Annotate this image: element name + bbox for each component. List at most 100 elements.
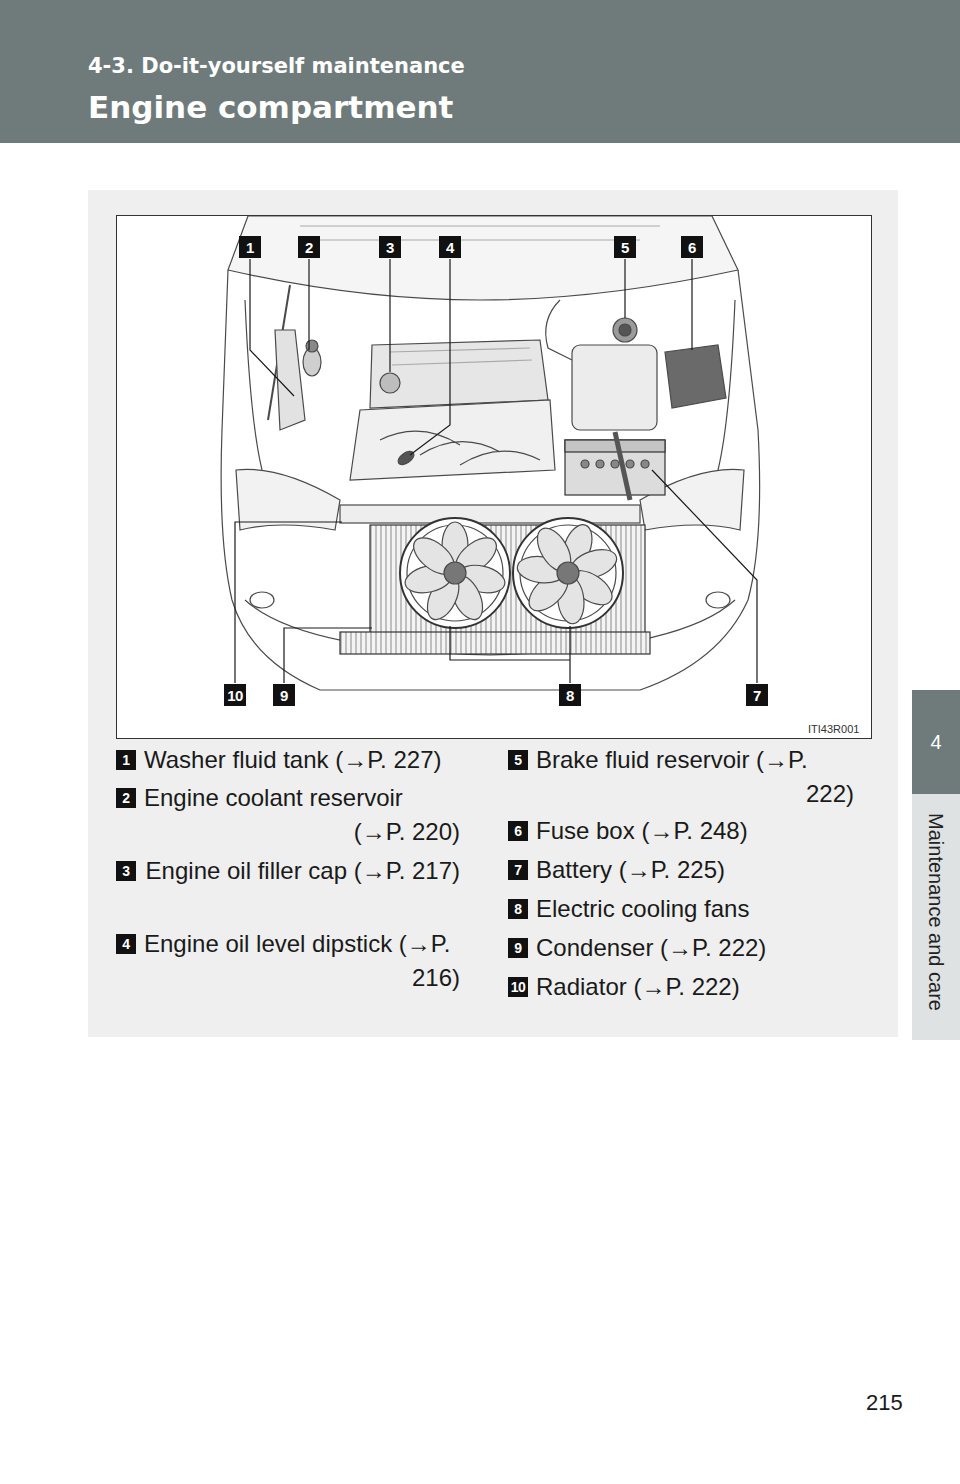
headlight — [236, 469, 340, 530]
callout-number: 8 — [559, 684, 581, 706]
fan-blades — [402, 521, 620, 625]
head-cover — [370, 340, 548, 408]
callout-number-text: 4 — [122, 937, 129, 951]
callout-number-text: 9 — [514, 941, 521, 955]
list-marker: 5 — [508, 750, 528, 770]
part-name: Battery (→P. 225) — [536, 853, 866, 887]
callout-number: 2 — [298, 236, 320, 258]
part-name: Brake fluid reservoir (→P. 222) — [536, 743, 854, 811]
fog-light — [250, 592, 274, 608]
callout-number-text: 2 — [305, 240, 313, 255]
callout-number-text: 8 — [514, 902, 521, 916]
part-name: Fuse box (→P. 248) — [536, 814, 866, 848]
battery — [565, 440, 665, 495]
oil-filler-cap — [380, 373, 400, 393]
callout-number-text: 10 — [227, 688, 243, 703]
callout-number-text: 9 — [280, 688, 288, 703]
art-circle — [581, 460, 589, 468]
list-marker: 1 — [116, 750, 136, 770]
page-title: Engine compartment — [88, 92, 453, 123]
part-name: Washer fluid tank (→P. 227) — [144, 743, 484, 777]
section-number: 4 — [930, 732, 941, 752]
part-name: Electric cooling fans — [536, 892, 866, 926]
callout-number-text: 4 — [446, 240, 454, 255]
callout-number-text: 6 — [514, 824, 521, 838]
callout-number: 5 — [614, 236, 636, 258]
list-marker: 2 — [116, 788, 136, 808]
art-circle — [596, 460, 604, 468]
art-circle — [626, 460, 634, 468]
fog-light — [706, 592, 730, 608]
callout-number-text: 7 — [514, 863, 521, 877]
leader-line — [284, 628, 372, 683]
brake-reservoir — [613, 318, 637, 342]
callout-number: 1 — [239, 236, 261, 258]
section-tab: 4 — [912, 690, 960, 794]
page-number: 215 — [866, 1390, 903, 1416]
brake-reservoir-cap — [619, 324, 631, 336]
art-circle — [611, 460, 619, 468]
callout-number-text: 2 — [122, 791, 129, 805]
leader-line — [691, 259, 692, 350]
leader-line — [308, 259, 309, 350]
lower-grille — [340, 632, 650, 654]
list-marker: 9 — [508, 938, 528, 958]
section-heading: 4-3. Do-it-yourself maintenance — [88, 56, 465, 77]
part-name: Engine oil level dipstick (→P. 216) — [144, 927, 460, 995]
part-name: Condenser (→P. 222) — [536, 931, 866, 965]
engine-illustration — [221, 216, 760, 690]
fuse-box — [665, 345, 726, 408]
callout-number-text: 8 — [566, 688, 574, 703]
leader-line — [235, 522, 342, 683]
figure-frame — [117, 216, 872, 739]
leader-line — [624, 259, 625, 318]
leader-line — [250, 259, 294, 396]
part-name: Engine oil filler cap (→P. 217) — [144, 854, 460, 888]
leader-line — [652, 470, 757, 683]
list-marker: 10 — [508, 977, 528, 997]
callout-number: 9 — [273, 684, 295, 706]
section-name: Maintenance and care — [926, 813, 946, 1011]
leader-line — [450, 626, 570, 683]
engine-block — [350, 400, 555, 480]
cover-ribs — [390, 348, 532, 365]
fan-hub — [557, 562, 579, 584]
part-name: Engine coolant reservoir (→P. 220) — [144, 781, 460, 849]
fan-hub — [444, 562, 466, 584]
list-marker: 4 — [116, 934, 136, 954]
callout-number-text: 1 — [122, 753, 129, 767]
coolant-cap — [306, 340, 318, 352]
leader-lines — [235, 259, 757, 683]
battery-caps — [581, 460, 649, 468]
fan-shroud — [513, 518, 623, 628]
callout-number-text: 10 — [511, 980, 526, 994]
figure-panel — [88, 190, 898, 1037]
battery-clamp — [615, 432, 630, 500]
air-cleaner — [572, 345, 657, 430]
header-band: 4-3. Do-it-yourself maintenanceEngine co… — [0, 0, 960, 143]
dipstick-handle — [396, 449, 416, 468]
callout-number: 10 — [224, 684, 246, 706]
callout-number: 7 — [746, 684, 768, 706]
fan-shroud — [400, 518, 510, 628]
callout-number-text: 3 — [386, 240, 394, 255]
list-marker: 6 — [508, 821, 528, 841]
callout-number: 6 — [681, 236, 703, 258]
callout-number-text: 5 — [621, 240, 629, 255]
hood — [228, 216, 738, 300]
list-marker: 7 — [508, 860, 528, 880]
list-marker: 8 — [508, 899, 528, 919]
list-marker: 3 — [116, 861, 136, 881]
callout-number: 4 — [439, 236, 461, 258]
leader-line — [389, 259, 390, 372]
part-name: Radiator (→P. 222) — [536, 970, 866, 1004]
callout-number-text: 1 — [246, 240, 254, 255]
callout-number-text: 7 — [753, 688, 761, 703]
side-strip — [912, 690, 960, 1040]
callout-number-text: 5 — [514, 753, 521, 767]
leader-line — [410, 259, 450, 455]
intake-duct — [546, 300, 572, 360]
figure-code: ITI43R001 — [808, 723, 859, 735]
callout-number-text: 3 — [122, 864, 129, 878]
